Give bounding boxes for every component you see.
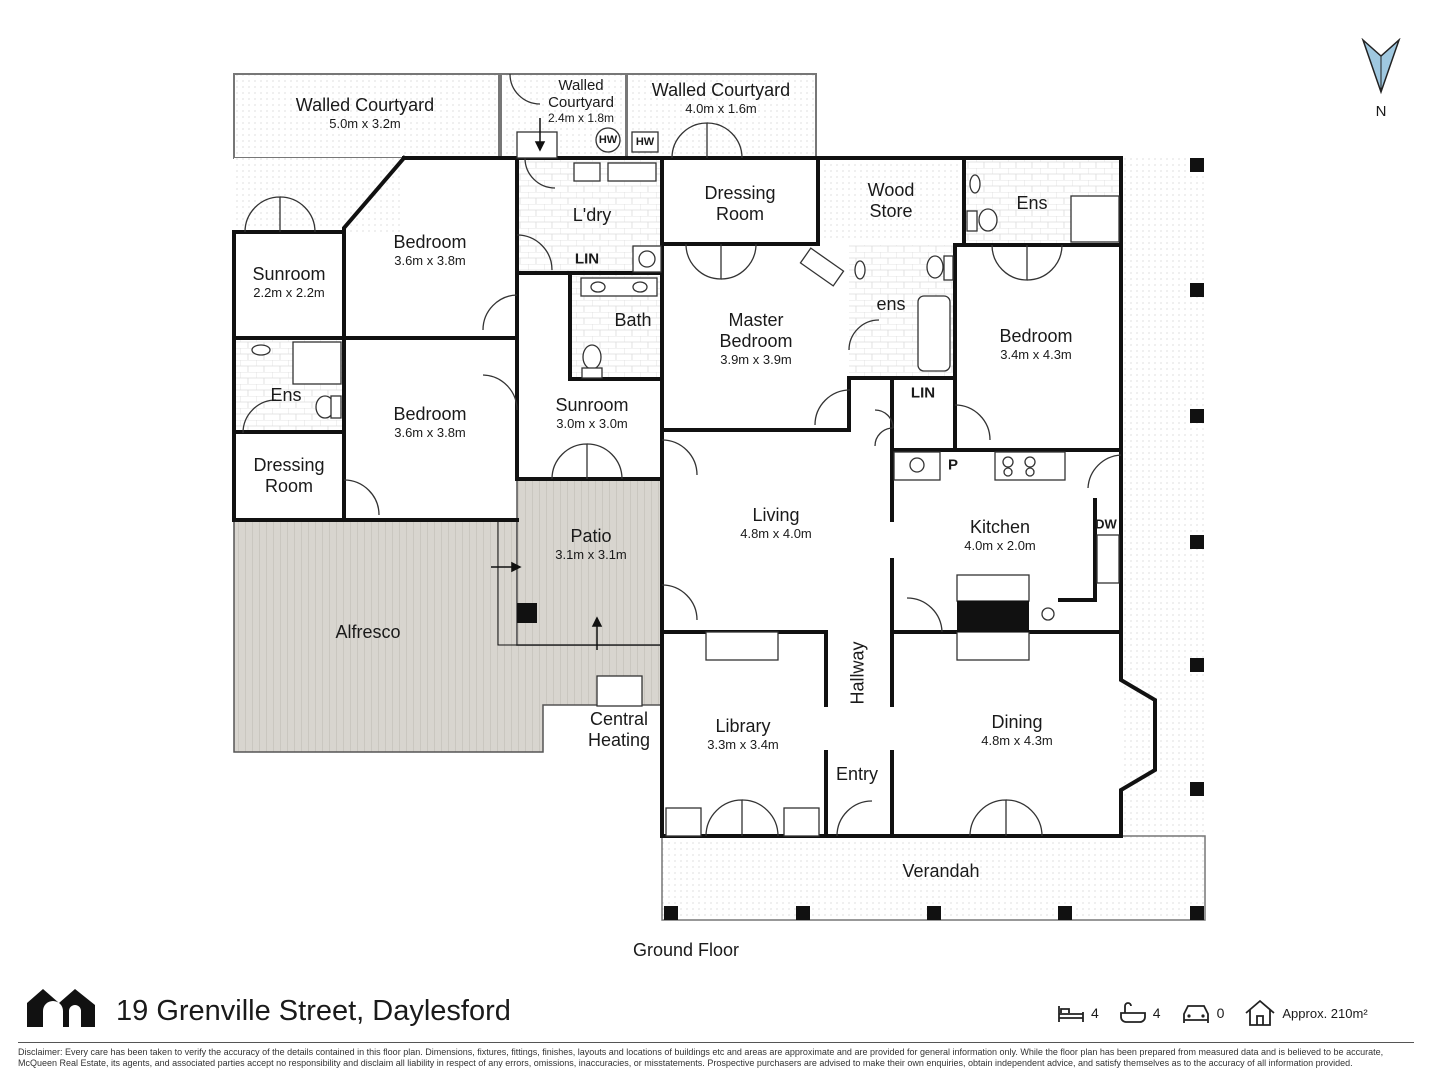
stat-bathrooms-value: 4 [1152,1005,1161,1021]
agency-logo-icon [27,989,95,1027]
property-address: 19 Grenville Street, Daylesford [116,995,511,1027]
stat-area-value: Approx. 210m² [1282,1005,1368,1021]
bed-icon [1058,1006,1084,1022]
floor-label: Ground Floor [632,940,740,960]
hot-water-units [595,127,659,153]
label-ensuite-northeast: Ens [1016,193,1048,213]
property-stats: 4 4 0 Approx. 210m² [1057,999,1388,1027]
stat-car-spaces: 0 [1181,1002,1225,1024]
tag-hot-water-2: HW [635,136,655,148]
disclaimer: Disclaimer: Every care has been taken to… [18,1047,1384,1068]
stat-area: Approx. 210m² [1244,999,1368,1027]
label-hallway: Hallway [847,641,868,705]
tag-linen-1: LIN [574,250,600,268]
label-alfresco: Alfresco [335,622,401,642]
stat-car-spaces-value: 0 [1216,1005,1225,1021]
car-icon [1182,1005,1209,1023]
label-master-ensuite: ens [876,294,906,314]
verandah-posts[interactable] [517,158,1204,920]
stat-bedrooms-value: 4 [1091,1005,1099,1021]
tag-linen-2: LIN [910,384,936,402]
house-icon [1245,999,1275,1026]
label-ensuite-west: Ens [270,385,302,405]
walls [232,155,1157,838]
label-verandah: Verandah [902,861,980,881]
tag-dishwasher: DW [1095,516,1117,532]
footer-divider [18,1042,1414,1043]
label-laundry: L'dry [572,205,612,225]
label-bath: Bath [614,310,652,330]
tag-pantry: P [947,456,959,474]
doors [242,73,1122,837]
north-label: N [1375,103,1387,120]
flow-arrows [491,118,662,650]
fixtures [251,131,1120,837]
tag-hot-water-1: HW [598,134,618,146]
label-entry: Entry [835,764,879,784]
stat-bathrooms: 4 [1119,1002,1161,1024]
stat-bedrooms: 4 [1057,1002,1099,1024]
bath-icon [1119,1002,1146,1023]
kitchen-island [957,601,1029,632]
decking [233,478,663,753]
north-arrow-icon [1361,38,1401,95]
